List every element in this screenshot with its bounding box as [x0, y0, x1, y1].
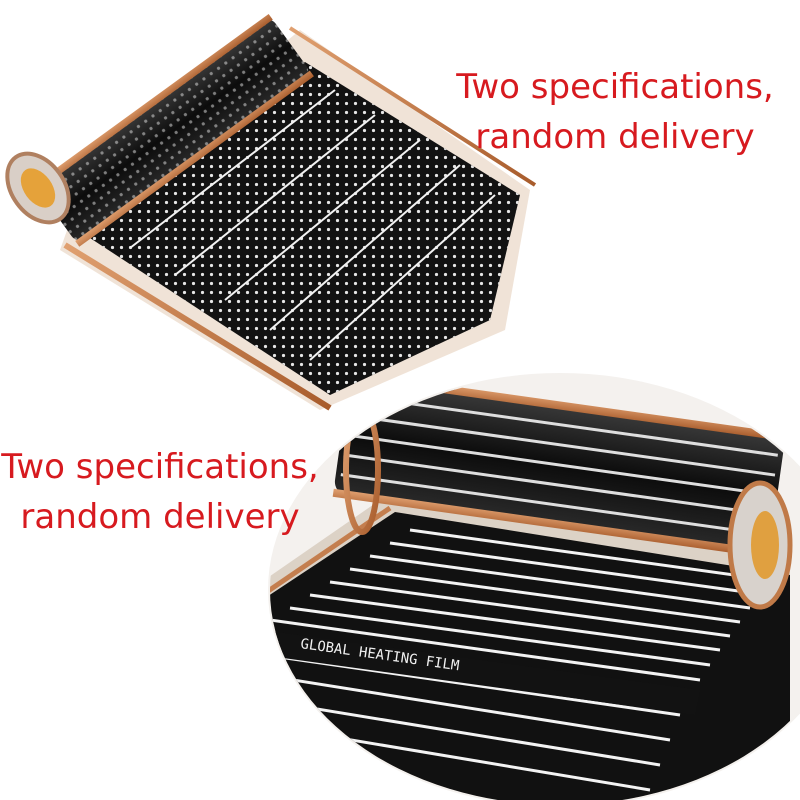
caption-bottom-line1: Two specifications, — [1, 447, 319, 487]
caption-top-line2: random delivery — [475, 117, 755, 157]
top-film-roll — [5, 13, 537, 411]
bottom-film-roll: GLOBAL HEATING FILM — [268, 373, 800, 800]
caption-top-line1: Two specifications, — [456, 67, 774, 107]
caption-bottom: Two specifications, random delivery — [0, 442, 320, 542]
caption-top: Two specifications, random delivery — [440, 62, 790, 162]
caption-bottom-line2: random delivery — [20, 497, 300, 537]
